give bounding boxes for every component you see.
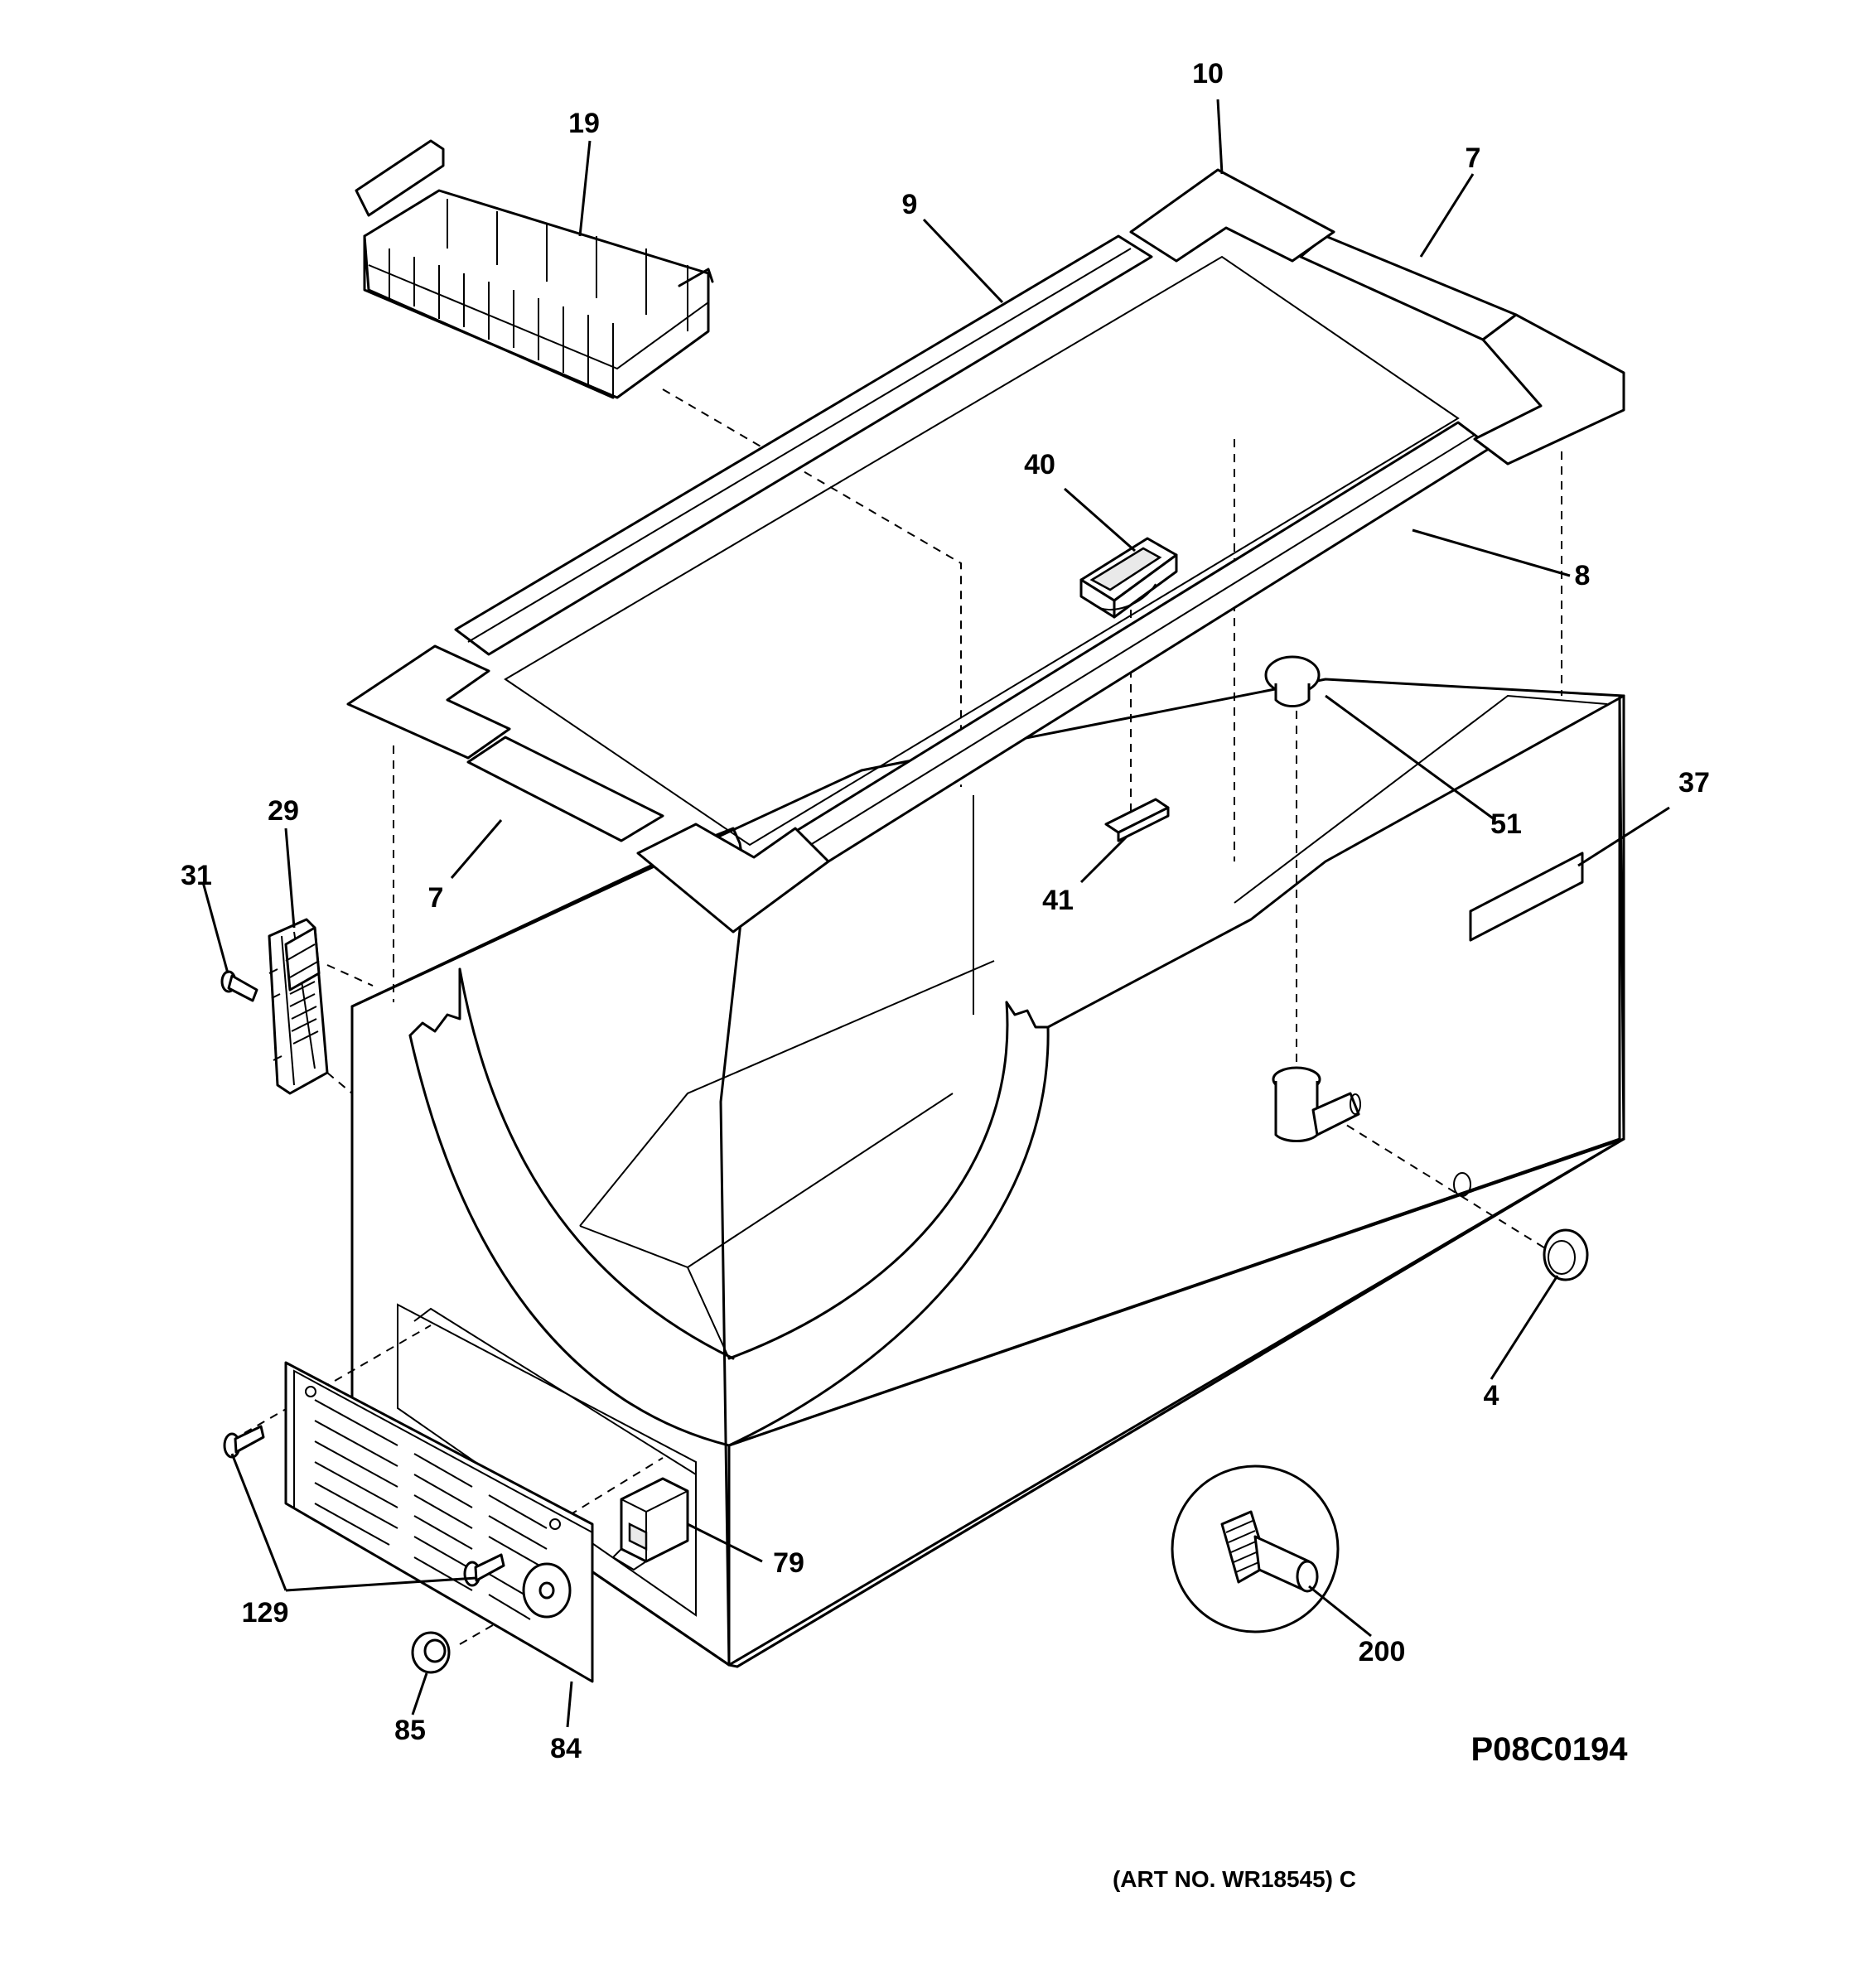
leader-lines — [201, 99, 1670, 1728]
callout-7-left: 7 — [428, 882, 444, 914]
callout-labels: 19 10 7 9 40 8 51 37 29 31 7 41 4 79 129… — [181, 58, 1710, 1764]
callout-7-right: 7 — [1466, 142, 1481, 174]
callout-9: 9 — [902, 189, 918, 220]
label-plate — [1469, 852, 1584, 942]
hinge-screw — [220, 970, 258, 1002]
lid-lock — [1079, 537, 1178, 619]
callout-31: 31 — [181, 860, 212, 891]
callout-84: 84 — [550, 1733, 582, 1764]
callout-79: 79 — [773, 1547, 804, 1579]
figure-code: P08C0194 — [1470, 1731, 1628, 1768]
strike — [1104, 798, 1170, 842]
switch — [611, 1477, 689, 1571]
drain-tube — [1272, 1066, 1471, 1197]
callout-4: 4 — [1484, 1380, 1499, 1411]
lid-gasket-frame — [346, 168, 1625, 1015]
callout-19: 19 — [568, 108, 600, 139]
callout-41: 41 — [1042, 885, 1074, 916]
callout-8: 8 — [1575, 560, 1591, 591]
drain-plug — [1264, 655, 1321, 707]
drain-cap — [1543, 1228, 1589, 1281]
callout-37: 37 — [1678, 767, 1710, 799]
callout-85: 85 — [394, 1715, 426, 1746]
art-number: (ART NO. WR18545) C — [1113, 1866, 1356, 1892]
callout-51: 51 — [1490, 808, 1522, 840]
basket — [355, 139, 714, 399]
screw-129 — [223, 1425, 505, 1587]
knob — [411, 1631, 451, 1674]
callout-40: 40 — [1024, 449, 1055, 480]
drain-fitting-detail — [1171, 1464, 1340, 1633]
grille — [284, 1361, 594, 1683]
callout-200: 200 — [1359, 1636, 1406, 1667]
callout-129: 129 — [242, 1597, 289, 1629]
callout-29: 29 — [268, 795, 299, 827]
hinge — [268, 918, 329, 1095]
callout-10: 10 — [1192, 58, 1224, 89]
